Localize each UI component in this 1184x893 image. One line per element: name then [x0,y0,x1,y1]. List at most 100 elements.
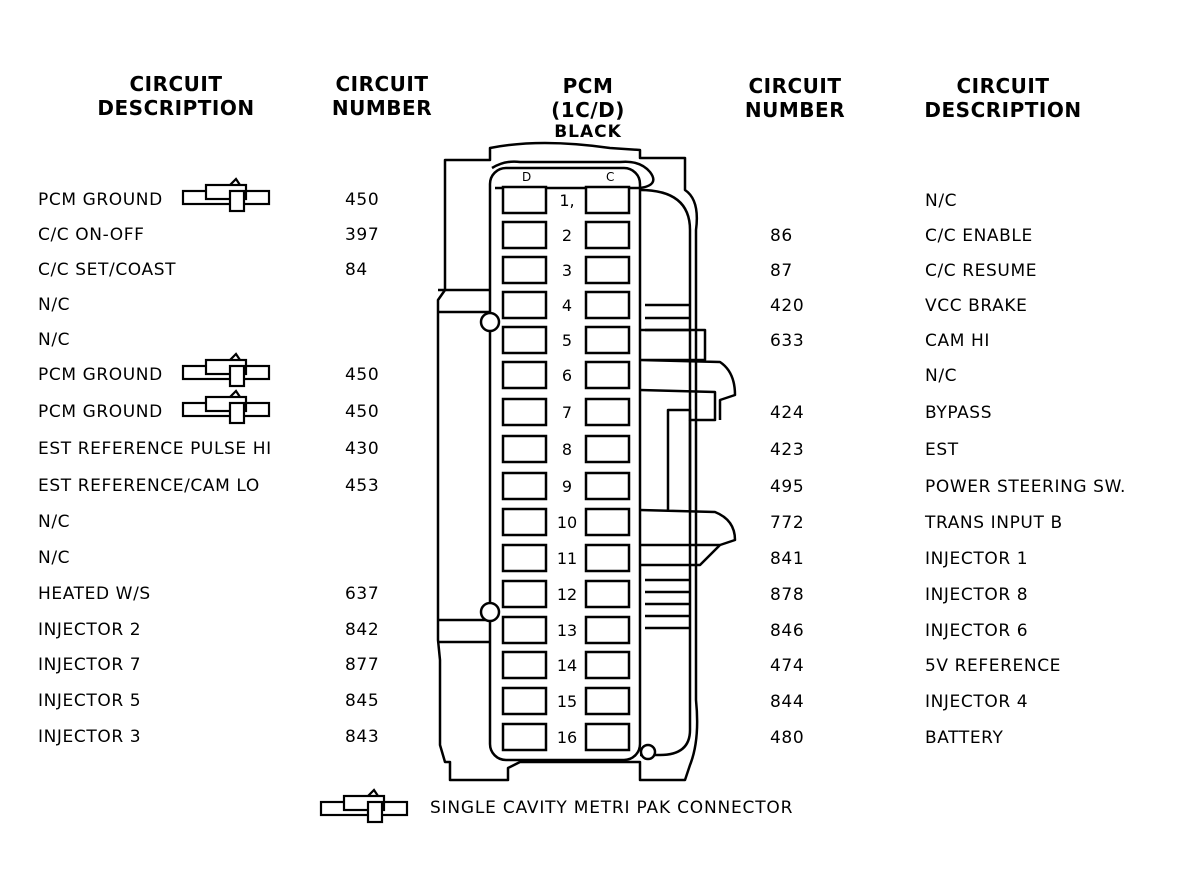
header-line: (1C/D) [551,98,625,122]
left-circuit-description: N/C [38,512,71,532]
right-circuit-description: VCC BRAKE [925,296,1028,316]
right-circuit-description: 5V REFERENCE [925,656,1062,676]
left-circuit-description: INJECTOR 3 [38,727,142,747]
right-circuit-description: INJECTOR 6 [925,621,1029,641]
left-circuit-description: C/C ON-OFF [38,225,145,245]
left-circuit-description: PCM GROUND [38,190,163,210]
pin-number: 4 [561,296,573,315]
left-circuit-description: INJECTOR 2 [38,620,142,640]
pin-number: 12 [556,585,578,604]
header-line: DESCRIPTION [97,96,255,120]
cavity-d [501,185,548,215]
left-circuit-number: 843 [345,727,380,747]
left-circuit-number: 845 [345,691,380,711]
left-circuit-number: 84 [345,260,368,280]
connector-inner-body [488,166,642,762]
cavity-c [584,360,631,390]
cavity-d [501,579,548,609]
cavity-d [501,686,548,716]
pin-number: 13 [556,621,578,640]
left-circuit-number: 430 [345,439,380,459]
header-line: CIRCUIT [748,74,842,98]
header-right-description: CIRCUIT DESCRIPTION [913,74,1093,122]
cavity-c [584,397,631,427]
right-circuit-number: 841 [770,549,805,569]
header-line: DESCRIPTION [924,98,1082,122]
cavity-c [584,290,631,320]
cavity-c [584,579,631,609]
header-line: CIRCUIT [956,74,1050,98]
left-circuit-description: N/C [38,548,71,568]
right-circuit-number: 480 [770,728,805,748]
metri-pak-connector-icon [181,177,271,213]
left-circuit-number: 453 [345,476,380,496]
header-line: BLACK [554,122,622,142]
cavity-c [584,325,631,355]
pin-number: 6 [561,366,573,385]
cavity-c [584,615,631,645]
right-circuit-number: 474 [770,656,805,676]
left-circuit-number: 450 [345,402,380,422]
cavity-d [501,615,548,645]
pin-number: 3 [561,261,573,280]
pin-number: 16 [556,728,578,747]
cavity-label-c: C [606,170,615,184]
pin-number: 15 [556,692,578,711]
left-circuit-number: 877 [345,655,380,675]
left-circuit-description: N/C [38,330,71,350]
connector-notch [479,601,501,623]
right-circuit-number: 772 [770,513,805,533]
cavity-d [501,507,548,537]
right-circuit-description: CAM HI [925,331,990,351]
left-circuit-number: 397 [345,225,380,245]
connector-right-ribs-upper [645,303,690,332]
cavity-d [501,434,548,464]
cavity-c [584,434,631,464]
right-circuit-number: 846 [770,621,805,641]
pin-number: 9 [561,477,573,496]
cavity-c [584,220,631,250]
pin-number: 10 [556,513,578,532]
left-circuit-number: 842 [345,620,380,640]
cavity-d [501,360,548,390]
cavity-d [501,255,548,285]
metri-pak-connector-icon [181,389,271,425]
connector-right-ribs [639,188,692,757]
connector-right-ribs-lower [645,578,690,630]
cavity-d [501,543,548,573]
left-circuit-description: N/C [38,295,71,315]
right-circuit-number: 495 [770,477,805,497]
right-circuit-description: TRANS INPUT B [925,513,1063,533]
connector-notch [639,743,657,761]
cavity-c [584,722,631,752]
cavity-d [501,397,548,427]
header-pcm: PCM (1C/D) BLACK [528,74,648,142]
metri-pak-connector-icon [319,788,409,824]
left-circuit-number: 450 [345,365,380,385]
left-circuit-description: PCM GROUND [38,365,163,385]
cavity-c [584,650,631,680]
connector-outer-housing [436,141,699,782]
cavity-c [584,686,631,716]
header-line: PCM [562,74,614,98]
connector-top-plate [491,160,655,190]
right-circuit-description: INJECTOR 4 [925,692,1029,712]
header-line: CIRCUIT [129,72,223,96]
right-circuit-description: BYPASS [925,403,993,423]
metri-pak-connector-icon [181,352,271,388]
right-circuit-description: EST [925,440,959,460]
left-circuit-description: C/C SET/COAST [38,260,177,280]
header-left-description: CIRCUIT DESCRIPTION [86,72,266,120]
header-line: CIRCUIT [335,72,429,96]
left-circuit-description: EST REFERENCE/CAM LO [38,476,260,496]
right-circuit-number: 420 [770,296,805,316]
right-circuit-description: N/C [925,366,958,386]
pin-number: 8 [561,440,573,459]
pin-number: 11 [556,549,578,568]
header-line: NUMBER [331,96,433,120]
pin-number: 14 [556,656,578,675]
cavity-c [584,471,631,501]
cavity-d [501,722,548,752]
